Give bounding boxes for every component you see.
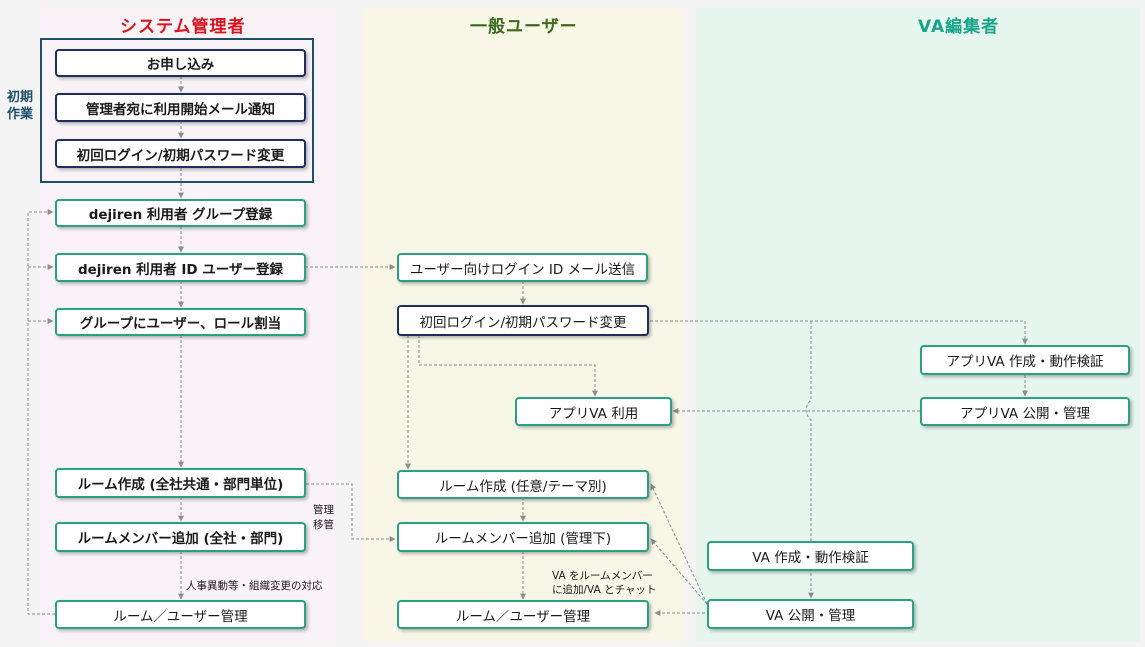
- step-admin-first-login: 初回ログイン/初期パスワード変更: [55, 139, 306, 168]
- step-use-app-va: アプリVA 利用: [515, 397, 672, 426]
- step-create-room-any: ルーム作成 (任意/テーマ別): [397, 470, 649, 499]
- lane-title-admin: システム管理者: [120, 17, 246, 37]
- note-va-chat: VA をルームメンバー に追加/VA とチャット: [552, 570, 657, 596]
- step-va-publish: VA 公開・管理: [707, 599, 914, 629]
- step-add-member-managed: ルームメンバー追加 (管理下): [397, 522, 649, 552]
- step-va-create: VA 作成・動作検証: [707, 541, 914, 571]
- step-manage-rooms-admin: ルーム／ユーザー管理: [55, 600, 306, 629]
- step-login-mail: ユーザー向けログイン ID メール送信: [397, 253, 648, 282]
- step-app-va-publish: アプリVA 公開・管理: [920, 397, 1130, 426]
- step-register-group: dejiren 利用者 グループ登録: [55, 199, 306, 227]
- step-create-room-org: ルーム作成 (全社共通・部門単位): [55, 468, 306, 498]
- note-hr-change: 人事異動等・組織変更の対応: [186, 580, 323, 592]
- step-user-first-login: 初回ログイン/初期パスワード変更: [397, 305, 649, 336]
- lane-va-editor: [696, 8, 1140, 642]
- step-apply: お申し込み: [55, 49, 306, 77]
- step-register-user: dejiren 利用者 ID ユーザー登録: [55, 253, 306, 282]
- step-manage-rooms-user: ルーム／ユーザー管理: [397, 600, 649, 629]
- step-notify-admin: 管理者宛に利用開始メール通知: [55, 93, 306, 122]
- step-app-va-create: アプリVA 作成・動作検証: [920, 345, 1130, 375]
- note-management-transfer: 管理 移管: [313, 504, 334, 531]
- lane-title-va: VA編集者: [918, 17, 1000, 37]
- initial-setup-label: 初期 作業: [6, 90, 33, 122]
- step-assign-roles: グループにユーザー、ロール割当: [55, 308, 306, 336]
- step-add-member-org: ルームメンバー追加 (全社・部門): [55, 522, 306, 552]
- lane-title-user: 一般ユーザー: [470, 17, 578, 37]
- initial-setup-frame: [40, 38, 314, 183]
